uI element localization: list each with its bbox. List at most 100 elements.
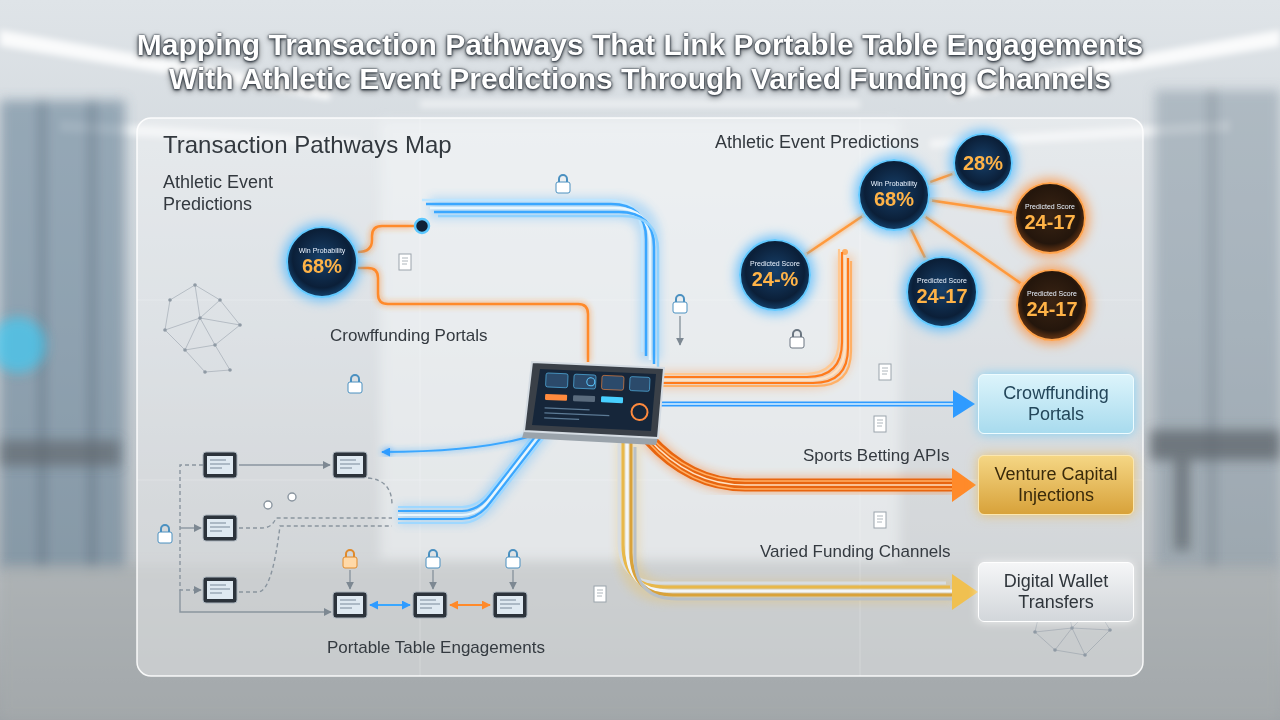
lock-icon (429, 550, 437, 557)
central-tablet (545, 394, 567, 401)
metric-value: 28% (963, 152, 1003, 175)
portable-table (337, 456, 363, 474)
central-tablet (544, 408, 609, 421)
portable-table (497, 596, 523, 614)
lock-icon (790, 337, 804, 348)
lock-icon (559, 175, 567, 182)
document-icon (402, 258, 408, 264)
document-icon (594, 586, 606, 602)
funding-box: Digital Wallet Transfers (978, 562, 1134, 622)
portable-table (203, 577, 237, 603)
central-tablet (601, 375, 624, 390)
lock-icon (793, 330, 801, 337)
lock-icon (506, 557, 520, 568)
central-tablet (532, 369, 656, 431)
blue-bundle (382, 200, 658, 523)
channel-name: Crowffunding Portals (991, 383, 1121, 425)
table-link (264, 501, 272, 509)
mesh-point (198, 316, 202, 320)
crowdfunding-arrow (655, 402, 957, 407)
lock-icon (346, 550, 354, 557)
office-floor (1175, 460, 1189, 550)
wallet-bundle (627, 439, 954, 591)
table-link (370, 604, 410, 606)
prediction-circle: Predicted Score24-% (739, 239, 811, 311)
mesh-point (163, 328, 167, 332)
lock-icon (426, 550, 440, 568)
central-tablet (522, 362, 664, 445)
mesh-point (183, 348, 187, 352)
crowdfunding-arrow (655, 390, 975, 418)
blue-bundle (382, 430, 548, 452)
venture-arrow (648, 434, 976, 502)
venture-arrow (952, 468, 976, 502)
mesh-point (168, 298, 172, 302)
lock-icon (509, 550, 517, 557)
lock-icon (351, 375, 359, 382)
mesh-point (1070, 626, 1074, 630)
document-icon (399, 254, 411, 270)
office-window (1155, 90, 1280, 570)
lock-icon (161, 525, 169, 532)
table-link (679, 316, 680, 345)
portable-table (207, 581, 233, 599)
table-link (180, 316, 680, 612)
crowdfunding-arrow (655, 403, 957, 405)
mesh-point (1053, 648, 1057, 652)
mesh-point (1033, 630, 1037, 634)
lock-icon (790, 330, 804, 348)
prediction-circle: Win Probability68% (858, 159, 930, 231)
pathway-connector (805, 215, 864, 255)
document-icon (874, 416, 886, 432)
portable-table (203, 452, 527, 618)
document-icon (879, 364, 891, 380)
office-floor (1150, 430, 1280, 460)
table-link (450, 604, 490, 606)
central-tablet (587, 378, 595, 386)
lock-icon (343, 557, 357, 568)
orange-pathway (358, 268, 588, 362)
glass-panel (137, 118, 1143, 676)
blue-bundle (398, 436, 545, 523)
prediction-circle: Win Probability68% (286, 226, 358, 298)
metric-caption: Win Probability (871, 179, 918, 188)
ceiling-light (420, 100, 860, 108)
metric-caption: Predicted Score (917, 276, 967, 285)
document-icon (874, 512, 886, 528)
table-link (432, 570, 433, 589)
mesh-point (203, 370, 207, 374)
portable-table (333, 452, 367, 478)
wallet-bundle (619, 431, 978, 610)
portable-table (210, 460, 520, 608)
table-link (288, 493, 296, 501)
funding-box: Crowffunding Portals (978, 374, 1134, 434)
map-label: Varied Funding Channels (760, 542, 951, 562)
mesh-point (1083, 653, 1087, 657)
pathway-connector (910, 227, 926, 259)
network-mesh (165, 285, 240, 372)
document-icon (399, 254, 411, 270)
portable-table (207, 519, 233, 537)
lock-icon (158, 175, 804, 568)
channel-name: Venture Capital Injections (991, 464, 1121, 506)
crowdfunding-arrow (953, 390, 975, 418)
map-label: Athletic Event Predictions (715, 132, 919, 154)
portable-table (417, 596, 443, 614)
mesh-point (193, 283, 197, 287)
table-link (180, 465, 203, 590)
portable-table (413, 592, 447, 618)
network-mesh (165, 285, 1110, 655)
orange-bundle (661, 261, 851, 386)
orange-bundle (658, 258, 848, 383)
document-icon (874, 512, 886, 528)
portable-table (207, 456, 233, 474)
prediction-circle: Predicted Score24-17 (1014, 182, 1086, 254)
central-tablet (573, 395, 595, 402)
portable-table (333, 592, 367, 618)
document-icon (879, 364, 891, 380)
metric-value: 24-% (752, 268, 799, 291)
table-link (239, 464, 330, 465)
office-window (1210, 90, 1214, 570)
